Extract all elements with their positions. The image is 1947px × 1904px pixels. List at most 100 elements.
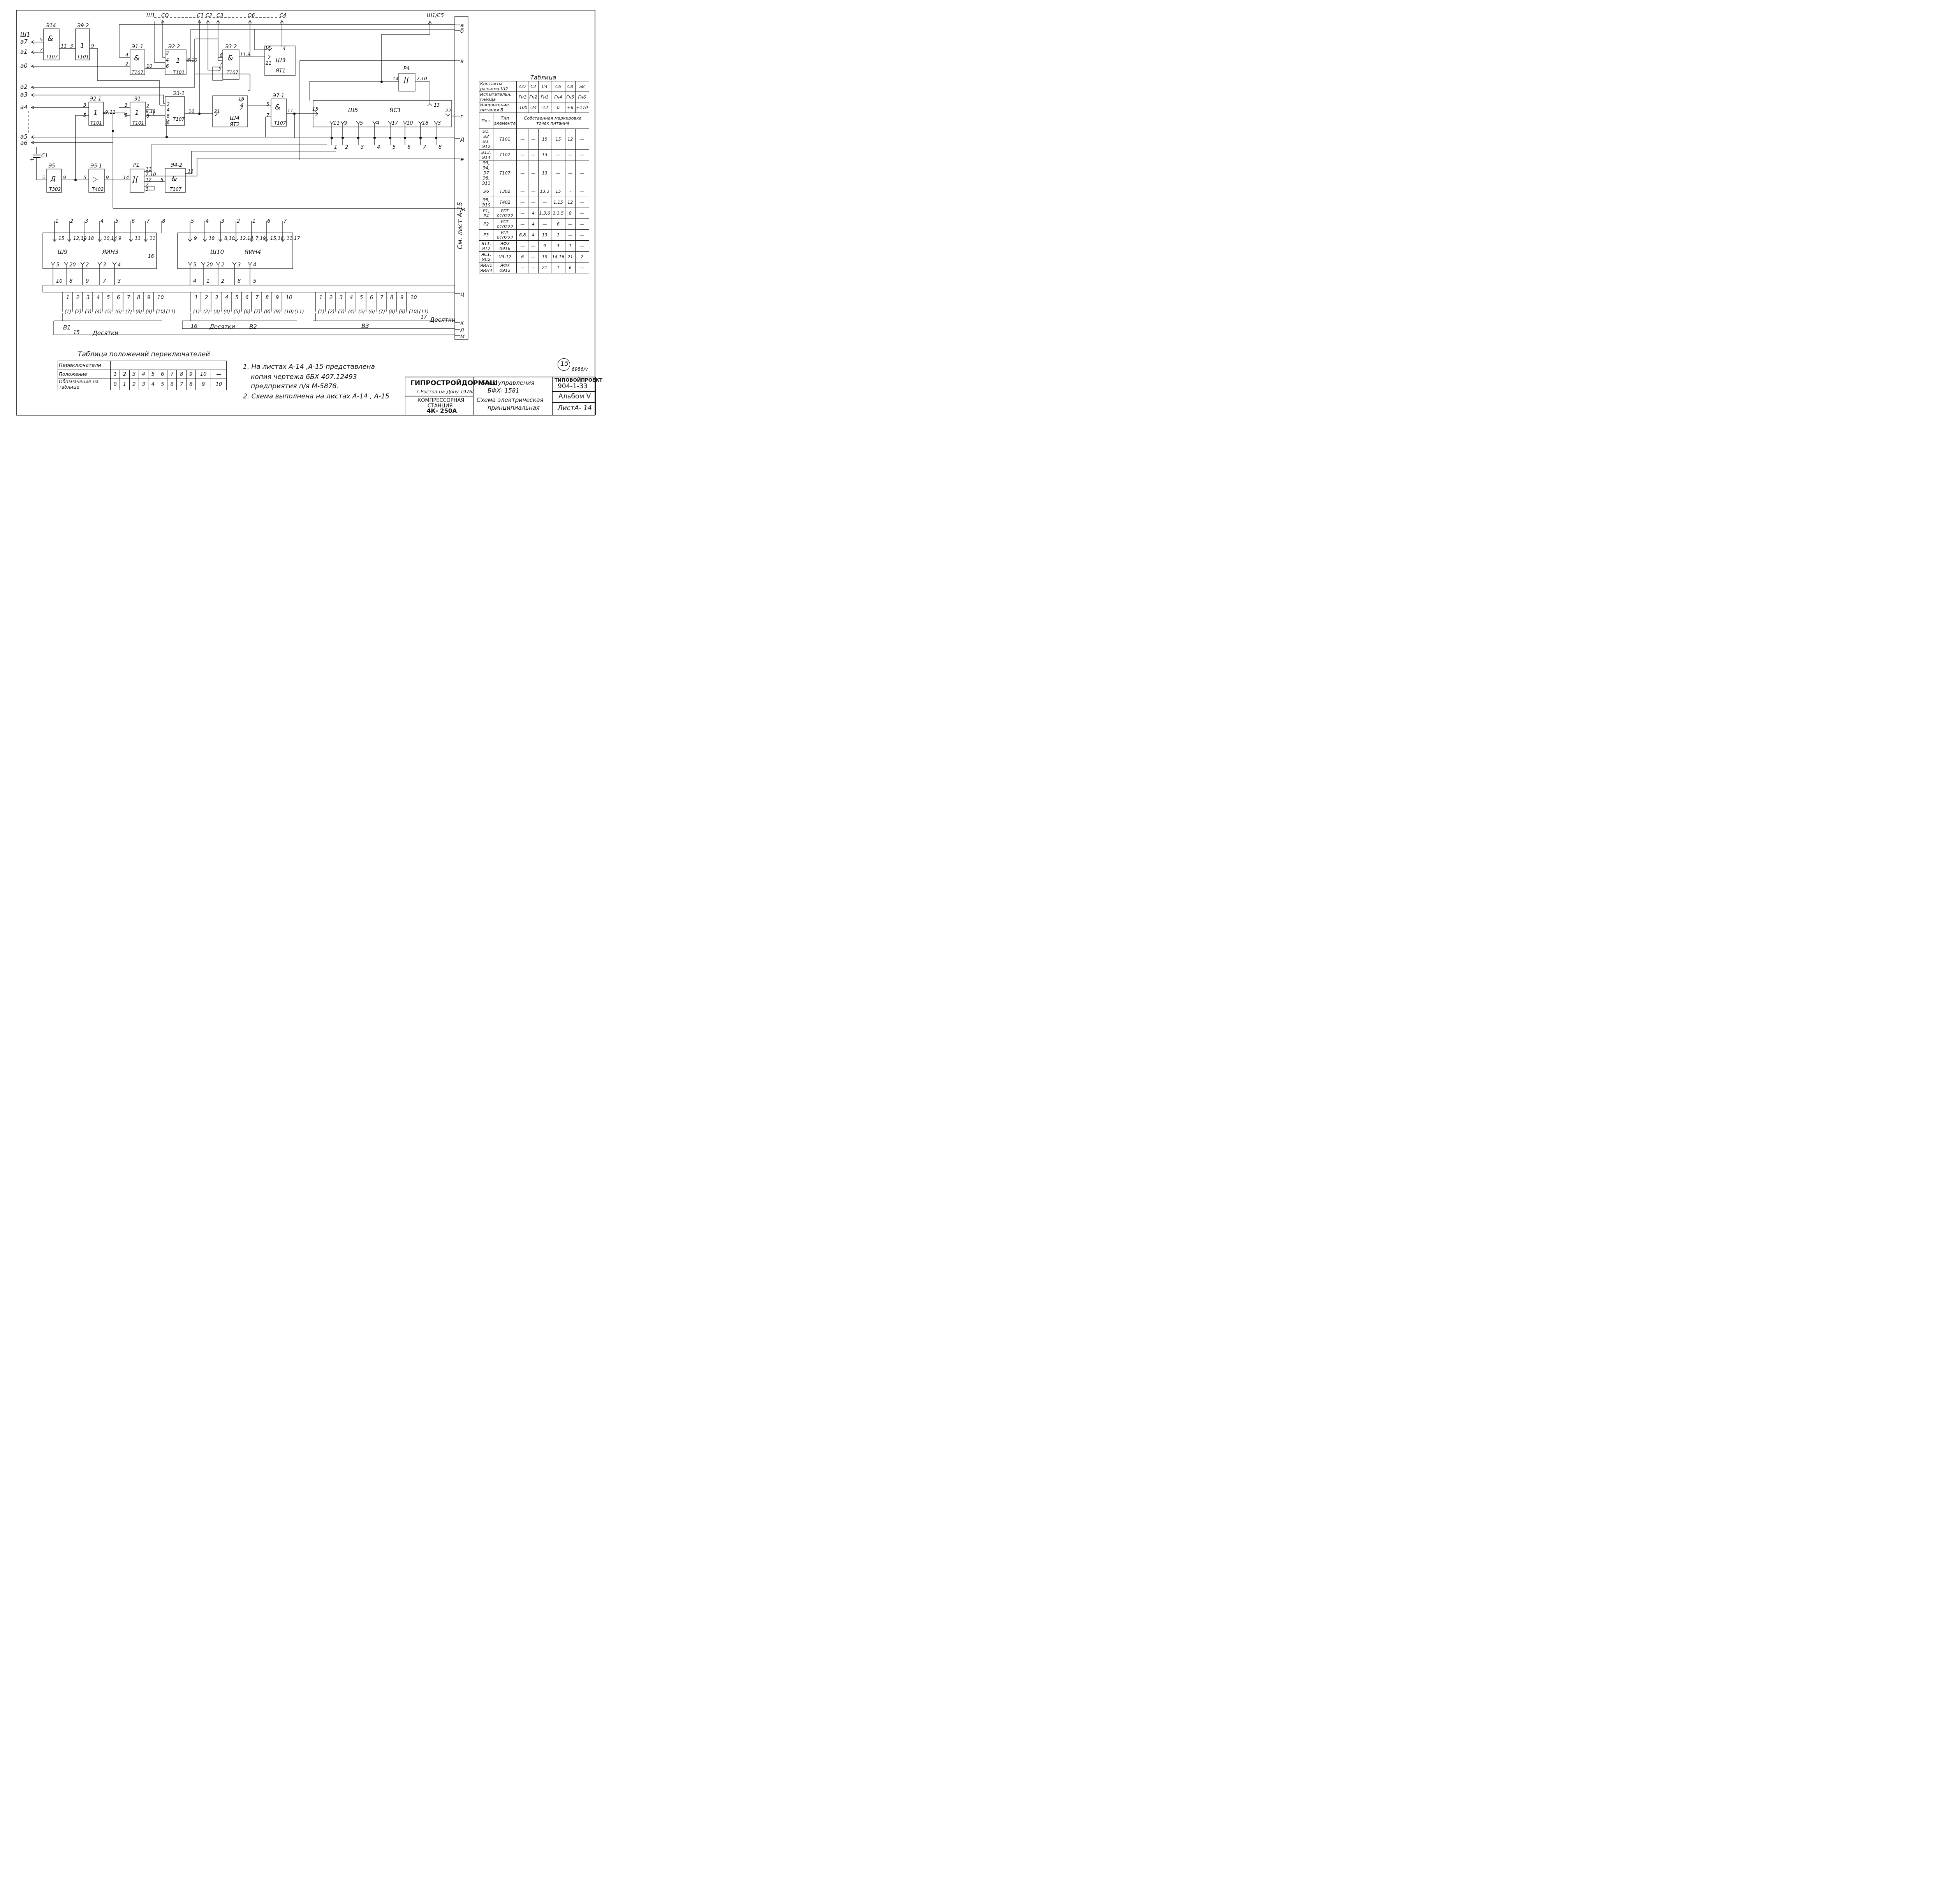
switch-paren-label: (8)	[264, 309, 271, 314]
power-table-cell: —	[528, 251, 539, 262]
positions-table-cell: 7	[176, 379, 187, 390]
power-table-header: Собственная маркировка точек питания	[516, 113, 589, 129]
power-table-cell: 1,15	[551, 197, 566, 208]
switch-paren-label: (7)	[125, 309, 132, 314]
switch-paren-label: (10)	[156, 309, 165, 314]
power-table-cell: —	[528, 197, 539, 208]
title-album: Альбом V	[558, 393, 591, 400]
power-table-cell: —	[528, 160, 539, 186]
e11-pin-a: 4	[125, 53, 129, 58]
power-table-cell: 8	[565, 208, 576, 219]
note-1b: копия чертежа 6БХ 407.12493	[251, 373, 357, 381]
switch-position-label: 1	[66, 295, 70, 301]
horizontal-bus	[42, 285, 455, 292]
power-table-cell: Э13, Э14	[479, 149, 494, 160]
power-table-cell: -12	[538, 102, 551, 113]
power-table-cell: 9	[538, 240, 551, 252]
switch-paren-label: (3)	[213, 309, 220, 314]
e14-name: Э14	[46, 23, 56, 29]
label-a3: а3	[20, 91, 28, 98]
connector-sh4	[212, 95, 248, 127]
power-table-cell: Р2	[479, 218, 494, 230]
switch-position-label: 3	[340, 295, 343, 301]
switch-position-label: 5	[360, 295, 363, 301]
power-table-cell: —	[575, 149, 589, 160]
power-table-cell: —	[516, 240, 529, 252]
power-table-cell: Р1, Р4	[479, 208, 494, 219]
power-table-cell: Гн3	[538, 92, 551, 102]
drawing-sheet: { "connectors": { "sh1": "Ш1", "a7": "а7…	[0, 0, 611, 427]
title-circle: 15	[560, 360, 569, 368]
sh5-name: Ш5	[348, 107, 358, 114]
title-project-divider-2	[552, 402, 596, 403]
sh5-number-label: 8	[438, 144, 442, 150]
sh9-bottom-wire-label: 3	[118, 278, 121, 284]
positions-table-cell: 4	[148, 379, 158, 390]
power-table-cell: —	[528, 149, 539, 160]
schematic-drawing	[16, 10, 595, 416]
e31-name: Э3-1	[173, 91, 185, 97]
power-table-cell: —	[516, 160, 529, 186]
e31-pin-b: 4	[167, 107, 170, 113]
b3-name: В3	[361, 322, 369, 329]
power-table-cell: —	[516, 208, 529, 219]
e51-type: Т402	[92, 187, 104, 192]
power-table-cell: Гн2	[528, 92, 539, 102]
element-e1	[130, 102, 146, 126]
power-table-cell: —	[516, 218, 529, 230]
power-table-cell: 13	[538, 160, 551, 186]
label-a5: а5	[20, 133, 28, 140]
label-top-co: СО	[161, 13, 169, 19]
power-table-cell: Т302	[493, 186, 517, 197]
sh4-pin-a: 16	[238, 96, 245, 102]
sh9-top-pin-label: 10,14	[104, 236, 117, 241]
power-table-cell: 0	[551, 102, 566, 113]
bus-vertical-note: См. лист А-15	[456, 202, 464, 249]
e42-name: Э4-2	[171, 162, 183, 168]
bus-label-б: б	[460, 27, 464, 34]
switch-position-label: 2	[205, 295, 208, 301]
sh3-pin-c: 21	[266, 60, 272, 66]
positions-table-cell: 7	[167, 370, 177, 379]
power-table-cell: —	[551, 149, 566, 160]
sh9-top-pin-label: 18	[88, 236, 94, 241]
e11-name: Э1-1	[132, 44, 144, 50]
power-table-cell: +110	[575, 102, 589, 113]
e1-symbol: 1	[135, 109, 139, 117]
positions-table-cell: 6	[157, 370, 167, 379]
switch-paren-label: (5)	[234, 309, 240, 314]
sh9-name: Ш9	[58, 248, 68, 255]
sh10-top-pin-label: 15,16	[270, 236, 284, 241]
power-table-cell: 1,3,5	[551, 208, 566, 219]
power-table-cell: —	[551, 160, 566, 186]
sh5-pin-label: 17	[392, 120, 398, 126]
power-table-cell: —	[528, 129, 539, 150]
sh3-type: ЯТ1	[276, 68, 286, 74]
e92-symbol: 1	[80, 42, 84, 50]
power-table-header: Тип элемента	[493, 113, 517, 129]
positions-table-cell: 3	[138, 379, 149, 390]
sh5-pin-label: 18	[422, 120, 429, 126]
power-table-cell: —	[565, 218, 576, 230]
power-table-cell: Т101	[493, 129, 517, 150]
switch-paren-label: (2)	[75, 309, 81, 314]
sh3-pin-b: 4	[283, 46, 286, 51]
power-table-cell: а8	[575, 81, 589, 92]
power-table-cell: 2	[575, 251, 589, 262]
sh10-top-pin-label: 11,17	[287, 236, 300, 241]
e32-symbol: &	[227, 54, 233, 62]
e32-pin-a: 6	[220, 53, 223, 58]
power-table-cell: 15	[538, 129, 551, 150]
e5-type: Т302	[49, 187, 61, 192]
r4-pin-c: 13	[434, 102, 440, 108]
sh5-pin-label: 3	[438, 120, 441, 126]
bus-label-в: в	[460, 58, 464, 65]
sh5-number-label: 5	[393, 144, 396, 150]
power-table-cell: ЯФХ 0912	[493, 262, 517, 273]
relay-r4	[398, 73, 415, 92]
power-table-cell: 12	[565, 129, 576, 150]
switch-position-label: 6	[245, 295, 249, 301]
label-a2: а2	[20, 83, 28, 90]
e42-type: Т107	[170, 187, 182, 192]
sh9-bottom-pin-fork	[64, 262, 69, 266]
